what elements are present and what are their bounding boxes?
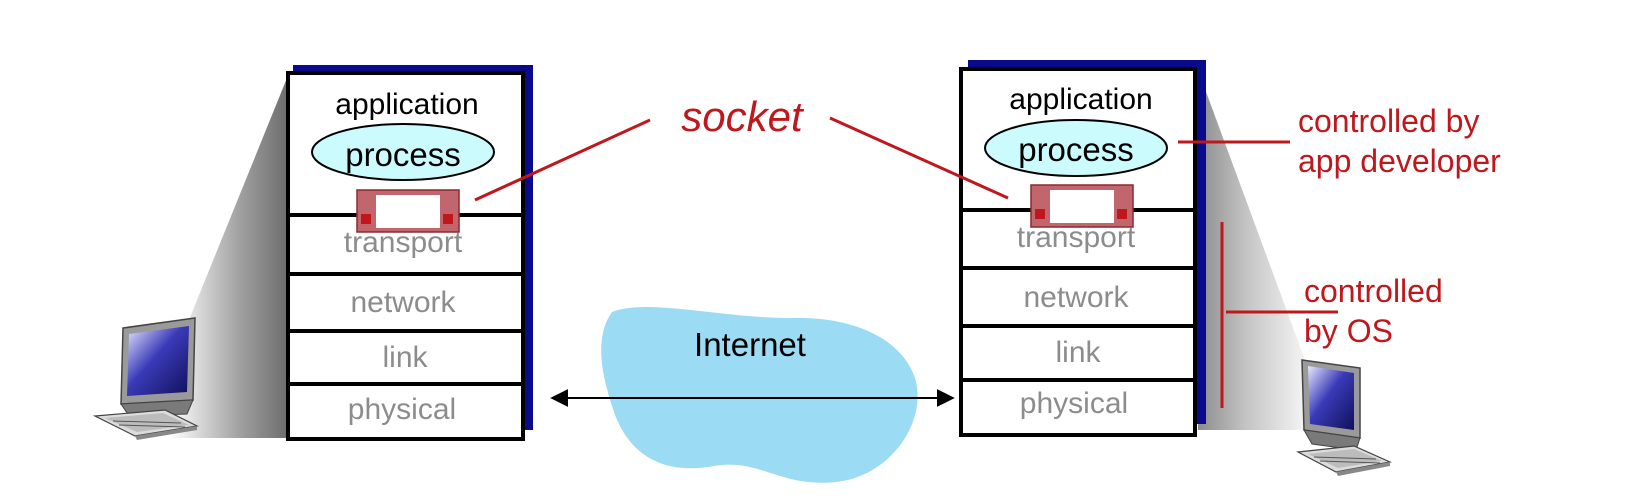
app-developer-annotation: controlled by app developer bbox=[1178, 103, 1501, 179]
left-transport-label: transport bbox=[344, 226, 463, 259]
left-physical-label: physical bbox=[348, 393, 456, 426]
right-transport-label: transport bbox=[1017, 221, 1136, 254]
right-physical-label: physical bbox=[1020, 387, 1128, 420]
left-host-beam bbox=[170, 78, 287, 438]
right-host-beam bbox=[1198, 70, 1318, 430]
socket-leader-right bbox=[829, 116, 1009, 200]
socket-leader-left bbox=[474, 118, 651, 202]
right-process-ellipse bbox=[984, 119, 1168, 177]
os-annotation: controlled by OS bbox=[1220, 222, 1443, 408]
left-socket-icon bbox=[356, 189, 460, 233]
socket-annotation: socket bbox=[474, 93, 1009, 202]
internet-label: Internet bbox=[694, 326, 806, 363]
left-host: application process transport network li… bbox=[92, 65, 533, 441]
right-network-label: network bbox=[1023, 281, 1129, 314]
left-process-ellipse bbox=[311, 123, 495, 181]
right-socket-icon bbox=[1030, 184, 1134, 228]
left-network-label: network bbox=[350, 286, 456, 319]
right-link-label: link bbox=[1055, 336, 1101, 369]
right-process-label: process bbox=[1018, 131, 1134, 168]
left-process-label: process bbox=[345, 136, 461, 173]
left-application-label: application bbox=[335, 88, 478, 121]
desktop-computer-icon bbox=[92, 317, 199, 440]
left-link-label: link bbox=[382, 341, 428, 374]
controlled-by-os-line1: controlled bbox=[1304, 273, 1443, 309]
socket-label: socket bbox=[681, 93, 805, 140]
right-host: application process transport network li… bbox=[959, 60, 1393, 476]
right-application-label: application bbox=[1009, 83, 1152, 116]
controlled-by-app-line2: app developer bbox=[1298, 143, 1501, 179]
controlled-by-os-line2: by OS bbox=[1304, 313, 1393, 349]
controlled-by-app-line1: controlled by bbox=[1298, 103, 1479, 139]
desktop-computer-icon bbox=[1295, 359, 1393, 476]
